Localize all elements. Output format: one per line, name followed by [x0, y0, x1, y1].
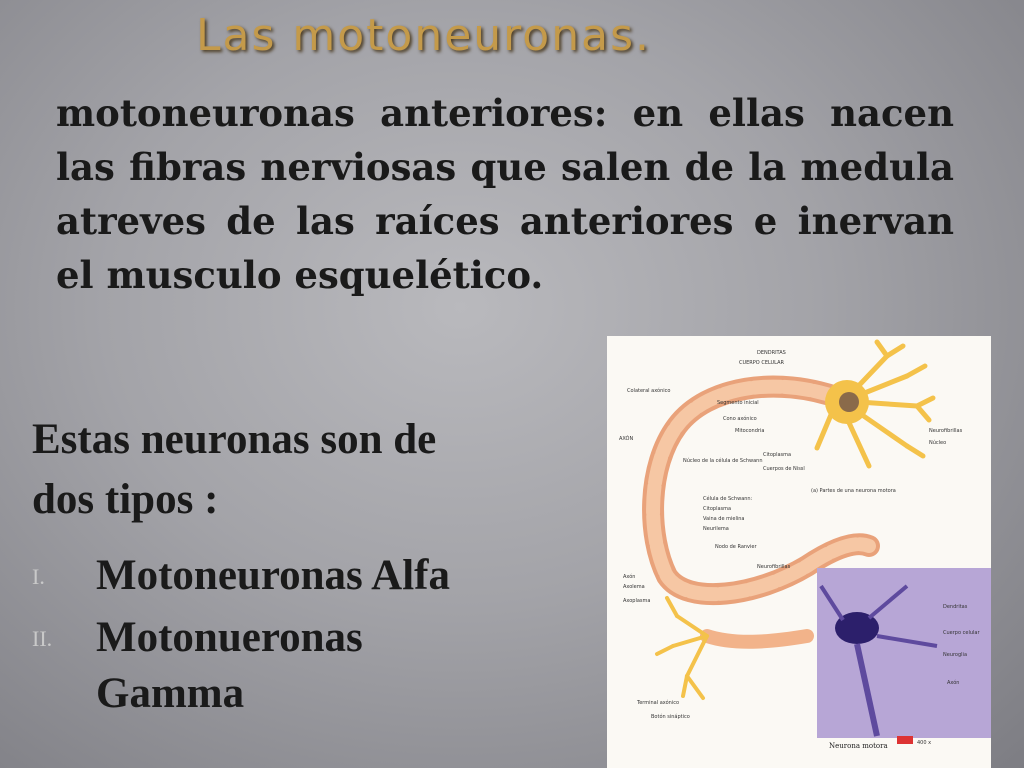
label-neurofibrillas-top: Neurofibrillas	[929, 428, 963, 434]
micrograph-nucleus	[835, 612, 879, 644]
nucleus	[839, 392, 859, 412]
label-schwann-nucleus: Núcleo de la célula de Schwann	[683, 457, 763, 464]
label-neurofibrillas: Neurofibrillas	[757, 564, 791, 570]
list-text: Motonueronas Gamma	[96, 614, 363, 717]
photo-caption: Neurona motora	[829, 742, 888, 750]
label-celula-schwann: Célula de Schwann:	[703, 495, 753, 502]
label-terminal: Terminal axónico	[636, 699, 679, 706]
subheading: Estas neuronas son de dos tipos :	[32, 410, 572, 530]
label-neurilema: Neurilema	[703, 526, 729, 532]
subheading-line-2: dos tipos :	[32, 476, 219, 523]
neuron-diagram: DENDRITAS CUERPO CELULAR Colateral axóni…	[607, 336, 991, 768]
intro-paragraph: motoneuronas anteriores: en ellas nacen …	[56, 91, 954, 297]
list-text: Motoneuronas Alfa	[96, 552, 450, 599]
label-axon-3: Axón	[947, 679, 959, 686]
list-item: I. Motoneuronas Alfa	[32, 548, 592, 604]
label-segmento: Segmento inicial	[717, 400, 759, 406]
list-number: I.	[32, 564, 45, 589]
scale-marker	[897, 736, 913, 744]
axon-lower	[700, 629, 814, 649]
label-nucleo: Núcleo	[929, 439, 946, 446]
micrograph	[817, 568, 991, 738]
label-dendritas: DENDRITAS	[757, 350, 786, 356]
label-citoplasma-top: Citoplasma	[763, 452, 791, 458]
label-colateral: Colateral axónico	[627, 387, 670, 394]
label-axolema: Axolema	[623, 584, 645, 590]
myelin-sheath	[646, 379, 876, 602]
neuron-illustration: DENDRITAS CUERPO CELULAR Colateral axóni…	[619, 339, 991, 750]
label-magnification: 400 x	[917, 740, 931, 746]
list-item: II. Motonueronas Gamma	[32, 610, 592, 722]
types-list: I. Motoneuronas Alfa II. Motonueronas Ga…	[32, 548, 592, 728]
label-cuerpo-2: Cuerpo celular	[943, 630, 980, 636]
label-axon: AXÓN	[619, 435, 633, 442]
micrograph-dendrites	[819, 584, 938, 648]
list-number: II.	[32, 626, 53, 651]
micrograph-axon	[854, 643, 880, 737]
subheading-line-1: Estas neuronas son de	[32, 416, 437, 463]
label-boton: Botón sináptico	[651, 713, 690, 720]
label-nodo: Nodo de Ranvier	[715, 544, 757, 550]
label-axoplasma: Axoplasma	[623, 598, 650, 604]
label-axon-2: Axón	[623, 573, 635, 580]
label-cono: Cono axónico	[723, 415, 757, 422]
label-neuroglia: Neuroglia	[943, 652, 967, 658]
label-cuerpo: CUERPO CELULAR	[739, 360, 784, 366]
label-cuerpos-nissl: Cuerpos de Nissl	[763, 466, 805, 472]
label-vaina: Vaina de mielina	[703, 516, 745, 522]
axon-terminal	[655, 596, 709, 700]
label-dendritas-2: Dendritas	[943, 604, 968, 610]
label-caption-a: (a) Partes de una neurona motora	[811, 488, 896, 494]
label-citoplasma: Citoplasma	[703, 506, 731, 512]
label-mitocondria: Mitocondria	[735, 428, 764, 434]
slide-title: Las motoneuronas.	[196, 10, 651, 61]
